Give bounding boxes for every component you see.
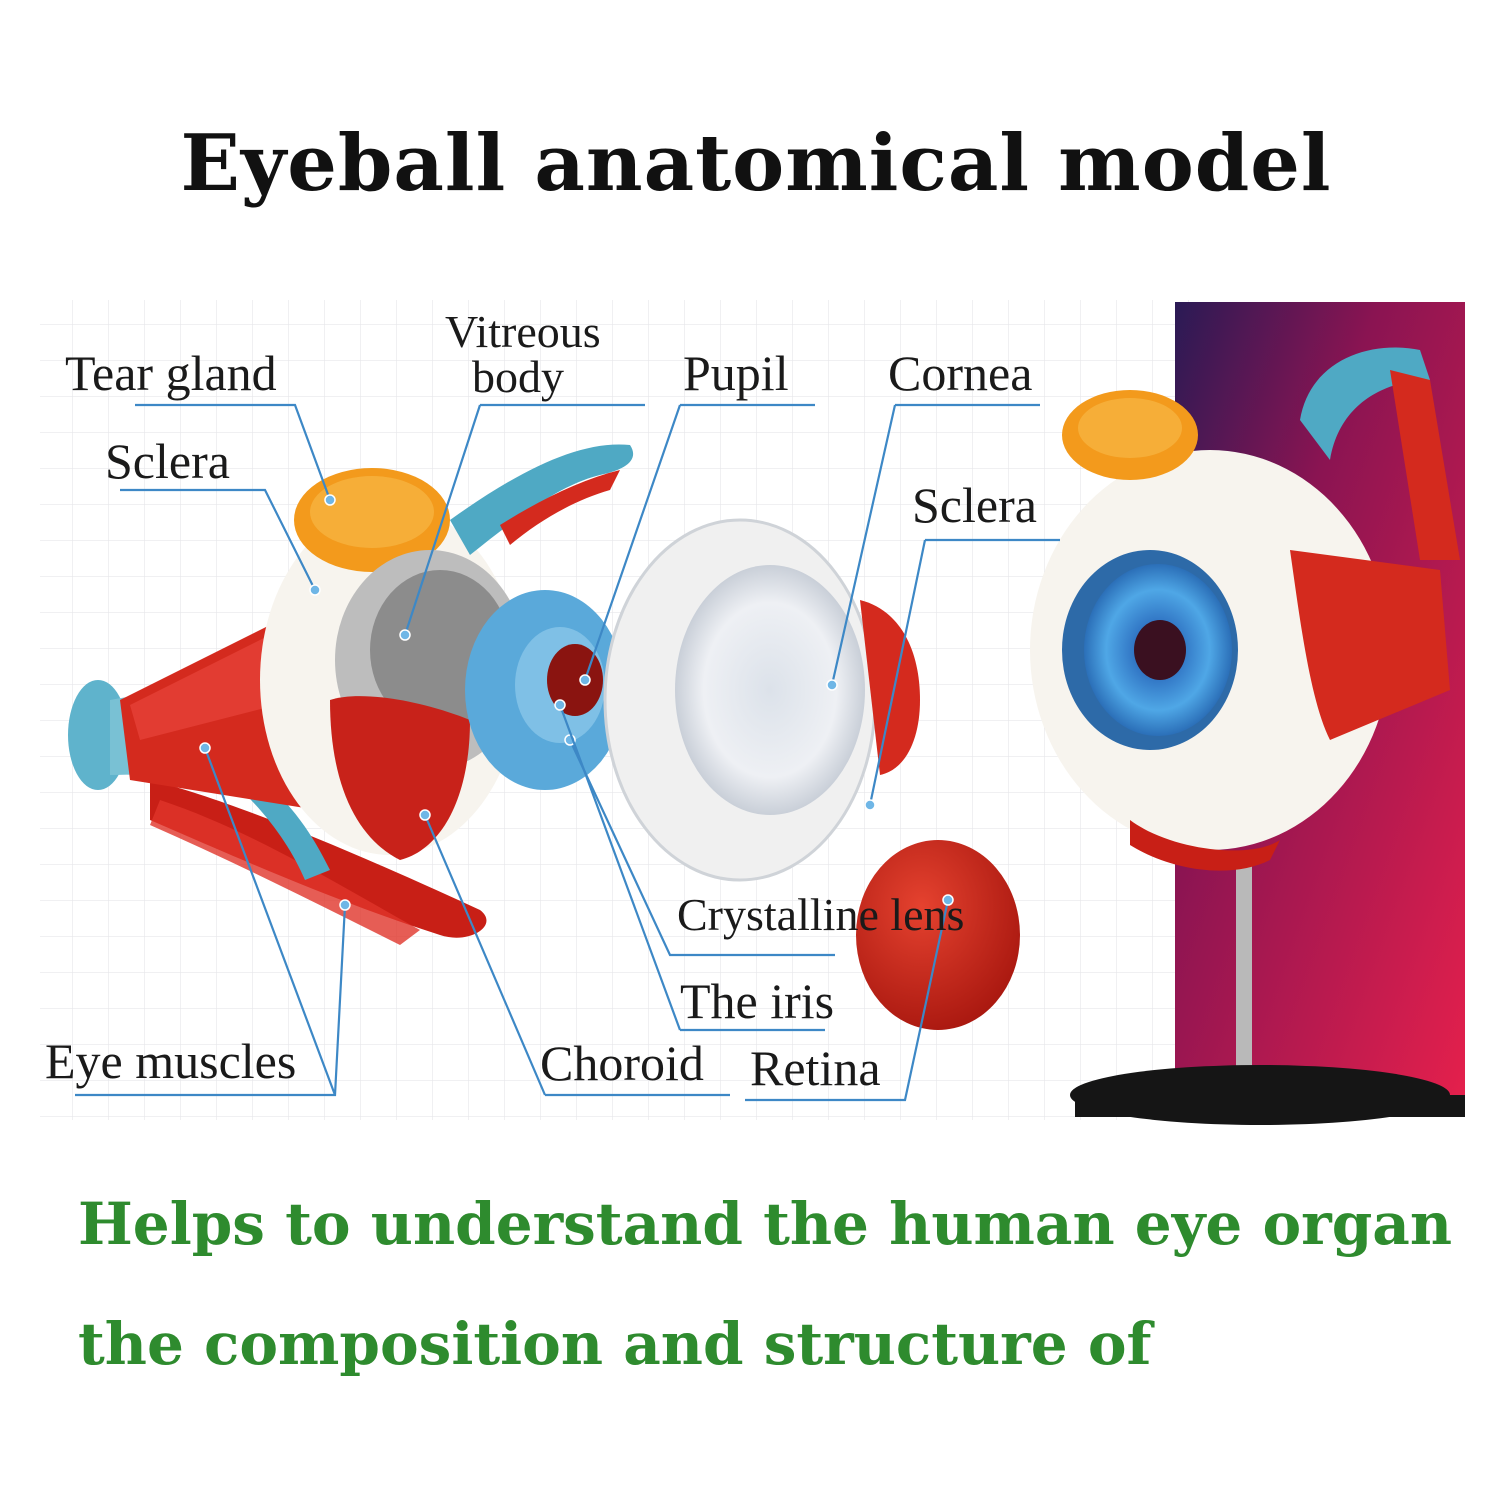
left-eye-model xyxy=(68,444,634,945)
label-eye-muscles: Eye muscles xyxy=(45,1033,296,1089)
page-title: Eyeball anatomical model xyxy=(180,118,1332,209)
label-vitreous-line1: Vitreous xyxy=(445,306,601,357)
label-crystalline-lens: Crystalline lens xyxy=(677,889,964,940)
caption-line-1: Helps to understand the human eye organ xyxy=(78,1190,1453,1258)
label-tear-gland: Tear gland xyxy=(65,345,277,401)
label-sclera-left: Sclera xyxy=(105,433,230,489)
label-the-iris: The iris xyxy=(680,973,834,1029)
center-lens-model xyxy=(603,518,920,882)
caption-line-2: the composition and structure of xyxy=(78,1310,1152,1378)
label-retina: Retina xyxy=(750,1040,881,1096)
assembled-eye-model xyxy=(1030,302,1465,1125)
retina-cap xyxy=(856,840,1020,1030)
label-cornea: Cornea xyxy=(888,345,1032,401)
label-choroid: Choroid xyxy=(540,1035,704,1091)
label-pupil: Pupil xyxy=(683,345,789,401)
label-sclera-right: Sclera xyxy=(912,477,1037,533)
label-vitreous-line2: body xyxy=(472,351,564,402)
leader-lines xyxy=(75,403,1060,1102)
